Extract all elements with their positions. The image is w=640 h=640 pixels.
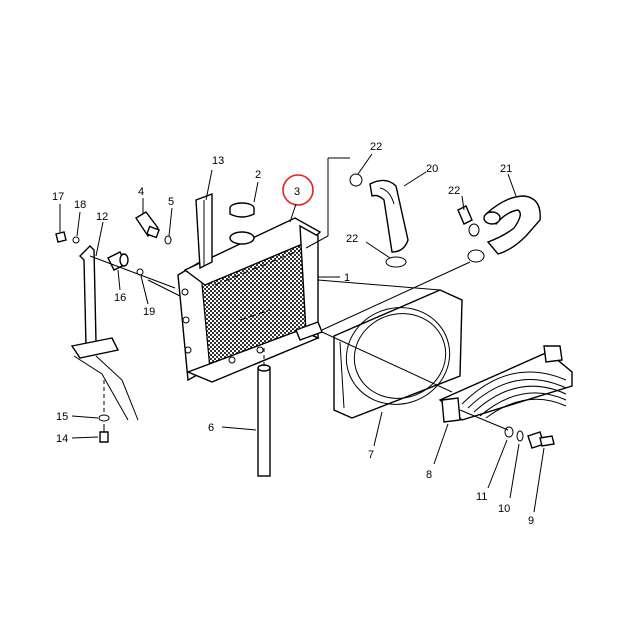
fan-guard-8[interactable]: [438, 345, 573, 423]
nut-17[interactable]: [55, 231, 67, 243]
pipe-6[interactable]: [257, 364, 271, 477]
washer-18[interactable]: [72, 236, 80, 244]
label-22a: 22: [370, 141, 382, 153]
label-8: 8: [426, 469, 432, 481]
stay-12[interactable]: [70, 245, 120, 359]
highlight-circle: [282, 174, 314, 206]
label-18: 18: [74, 199, 86, 211]
washer-15[interactable]: [98, 414, 110, 422]
switch-16[interactable]: [107, 251, 129, 271]
label-10: 10: [498, 503, 510, 515]
label-5: 5: [168, 196, 174, 208]
label-13: 13: [212, 155, 224, 167]
label-22b: 22: [346, 233, 358, 245]
label-9: 9: [528, 515, 534, 527]
label-2: 2: [255, 169, 261, 181]
label-4: 4: [138, 186, 144, 198]
label-21: 21: [500, 163, 512, 175]
bolt-14[interactable]: [99, 424, 109, 443]
washer-11[interactable]: [504, 426, 514, 438]
washer-10[interactable]: [516, 430, 524, 442]
radiator-cap[interactable]: [229, 202, 255, 218]
washer-5[interactable]: [164, 235, 172, 245]
label-15: 15: [56, 411, 68, 423]
label-1: 1: [344, 272, 350, 284]
label-11: 11: [476, 491, 487, 503]
clamp-22-right[interactable]: [457, 205, 485, 263]
upper-hose-20[interactable]: [369, 179, 409, 253]
label-7: 7: [368, 449, 374, 461]
label-19: 19: [143, 306, 155, 318]
label-3: 3: [294, 186, 300, 198]
sensor-4[interactable]: [135, 211, 160, 239]
lower-hose-21[interactable]: [483, 195, 541, 255]
clamp-22-lower[interactable]: [385, 256, 407, 268]
label-14: 14: [56, 433, 68, 445]
label-12: 12: [96, 211, 108, 223]
label-22c: 22: [448, 185, 460, 197]
label-17: 17: [52, 191, 64, 203]
bracket-13[interactable]: [195, 192, 213, 270]
clamp-22-upper[interactable]: [349, 173, 363, 187]
label-6: 6: [208, 422, 214, 434]
label-16: 16: [114, 292, 126, 304]
bolt-9[interactable]: [527, 431, 555, 449]
label-20: 20: [426, 163, 438, 175]
